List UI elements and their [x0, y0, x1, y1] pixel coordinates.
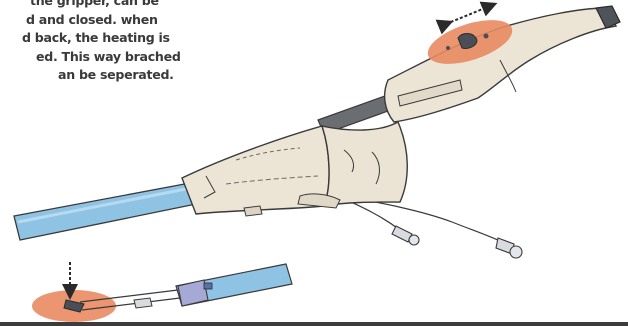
- cable-connector-right: [496, 238, 522, 258]
- instrument-body: [182, 122, 407, 216]
- bottom-rule: [0, 322, 628, 326]
- main-shaft: [14, 183, 196, 240]
- cable-connector-left: [392, 226, 419, 245]
